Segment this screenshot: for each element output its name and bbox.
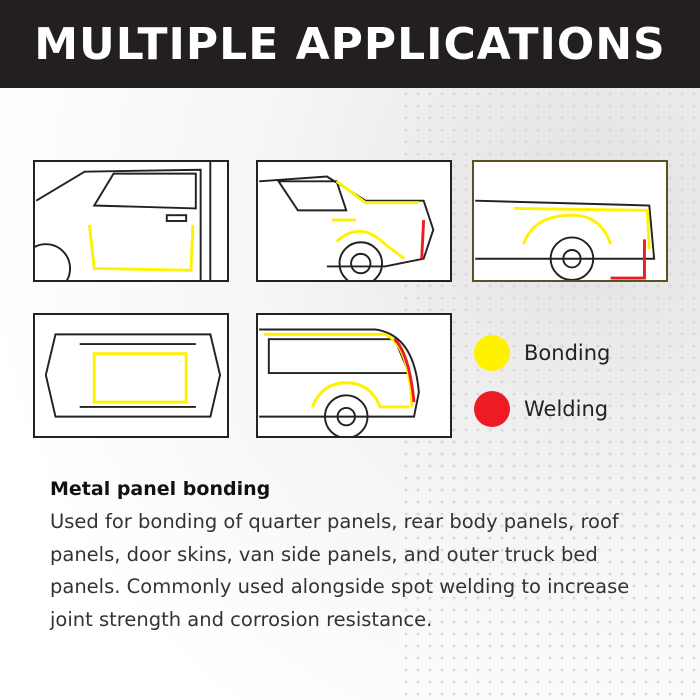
header-banner: MULTIPLE APPLICATIONS [0,0,700,88]
legend-bonding: Bonding [474,335,610,371]
description-heading: Metal panel bonding [50,478,271,500]
page-title: MULTIPLE APPLICATIONS [34,18,666,70]
panel-truck-bed-panel [472,160,668,282]
panel-van-side-panel [256,313,452,438]
red-dot-icon [474,391,510,427]
panel-roof-panel [33,313,229,438]
panel-quarter-panel [256,160,452,282]
legend-welding: Welding [474,391,608,427]
description-body: Used for bonding of quarter panels, rear… [50,510,630,631]
description: Metal panel bonding Used for bonding of … [50,478,670,636]
panel-door-skin [33,160,229,282]
yellow-dot-icon [474,335,510,371]
legend-welding-label: Welding [524,397,609,421]
legend-bonding-label: Bonding [524,341,611,365]
